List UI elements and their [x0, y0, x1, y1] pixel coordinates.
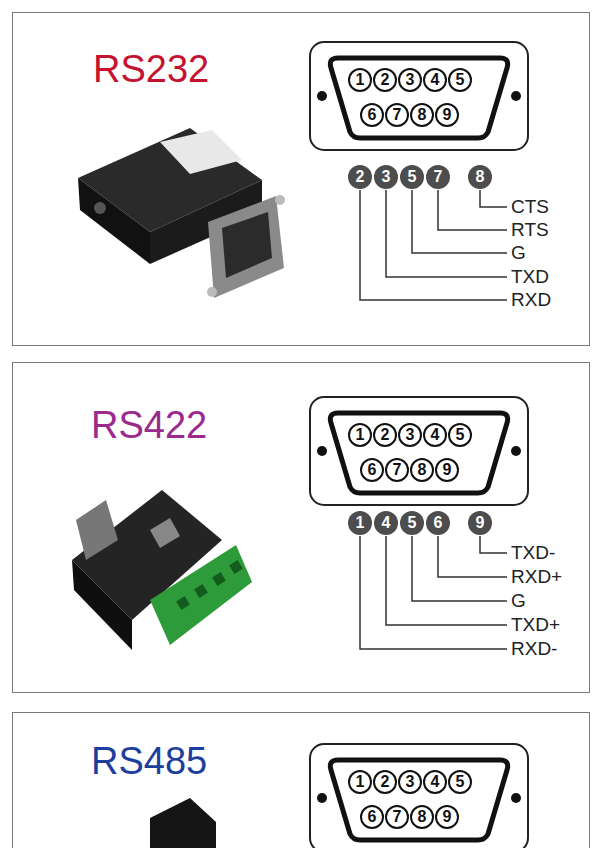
- callout-number: 7: [426, 165, 450, 189]
- leader-line: [360, 190, 507, 300]
- pin-number: 7: [385, 458, 409, 482]
- pin-number: 4: [423, 423, 447, 447]
- pin-number: 6: [360, 103, 384, 127]
- callout-number: 9: [468, 511, 492, 535]
- signal-name: RXD: [510, 289, 552, 311]
- pin-number: 7: [385, 103, 409, 127]
- pin-number: 4: [423, 68, 447, 92]
- rs485-adapter: [150, 798, 216, 848]
- pin-number: 7: [385, 805, 409, 829]
- callout-number: 6: [426, 511, 450, 535]
- pin-number: 6: [360, 805, 384, 829]
- panel-box: RS422: [12, 362, 590, 693]
- db9-connector: [310, 744, 528, 848]
- pin-number: 2: [373, 68, 397, 92]
- signal-name: TXD-: [510, 542, 556, 564]
- pin-number: 1: [348, 423, 372, 447]
- signal-name: TXD: [510, 266, 550, 288]
- callout-number: 4: [374, 511, 398, 535]
- pin-number: 5: [448, 423, 472, 447]
- pin-number: 4: [423, 770, 447, 794]
- pin-number: 2: [373, 423, 397, 447]
- panel-title: RS422: [91, 403, 207, 447]
- pin-number: 8: [410, 458, 434, 482]
- signal-name: RXD-: [510, 638, 558, 660]
- pin-number: 3: [398, 423, 422, 447]
- pin-number: 6: [360, 458, 384, 482]
- signal-name: RXD+: [510, 566, 563, 588]
- pin-number: 2: [373, 770, 397, 794]
- callout-number: 2: [348, 165, 372, 189]
- pin-number: 8: [410, 805, 434, 829]
- panel-title: RS232: [93, 47, 209, 91]
- pin-number: 8: [410, 103, 434, 127]
- pin-number: 1: [348, 770, 372, 794]
- db9-connector: [310, 397, 528, 505]
- pin-number: 3: [398, 770, 422, 794]
- leader-line: [360, 536, 507, 649]
- signal-name: G: [510, 590, 527, 612]
- signal-name: TXD+: [510, 614, 561, 636]
- callout-number: 8: [468, 165, 492, 189]
- panel-box: RS232: [12, 12, 590, 346]
- pin-number: 9: [435, 458, 459, 482]
- pin-number: 9: [435, 805, 459, 829]
- pin-number: 5: [448, 770, 472, 794]
- panel-title: RS485: [91, 739, 207, 783]
- pin-number: 9: [435, 103, 459, 127]
- rs232-adapter: [78, 128, 285, 298]
- signal-name: CTS: [510, 196, 550, 218]
- signal-name: RTS: [510, 219, 550, 241]
- callout-number: 3: [374, 165, 398, 189]
- signal-name: G: [510, 242, 527, 264]
- pin-number: 1: [348, 68, 372, 92]
- panel-box: RS485: [12, 712, 590, 848]
- rs422-adapter: [72, 490, 252, 650]
- callout-number: 1: [348, 511, 372, 535]
- callout-number: 5: [400, 511, 424, 535]
- pin-number: 3: [398, 68, 422, 92]
- pin-number: 5: [448, 68, 472, 92]
- db9-connector: [310, 42, 528, 150]
- callout-number: 5: [400, 165, 424, 189]
